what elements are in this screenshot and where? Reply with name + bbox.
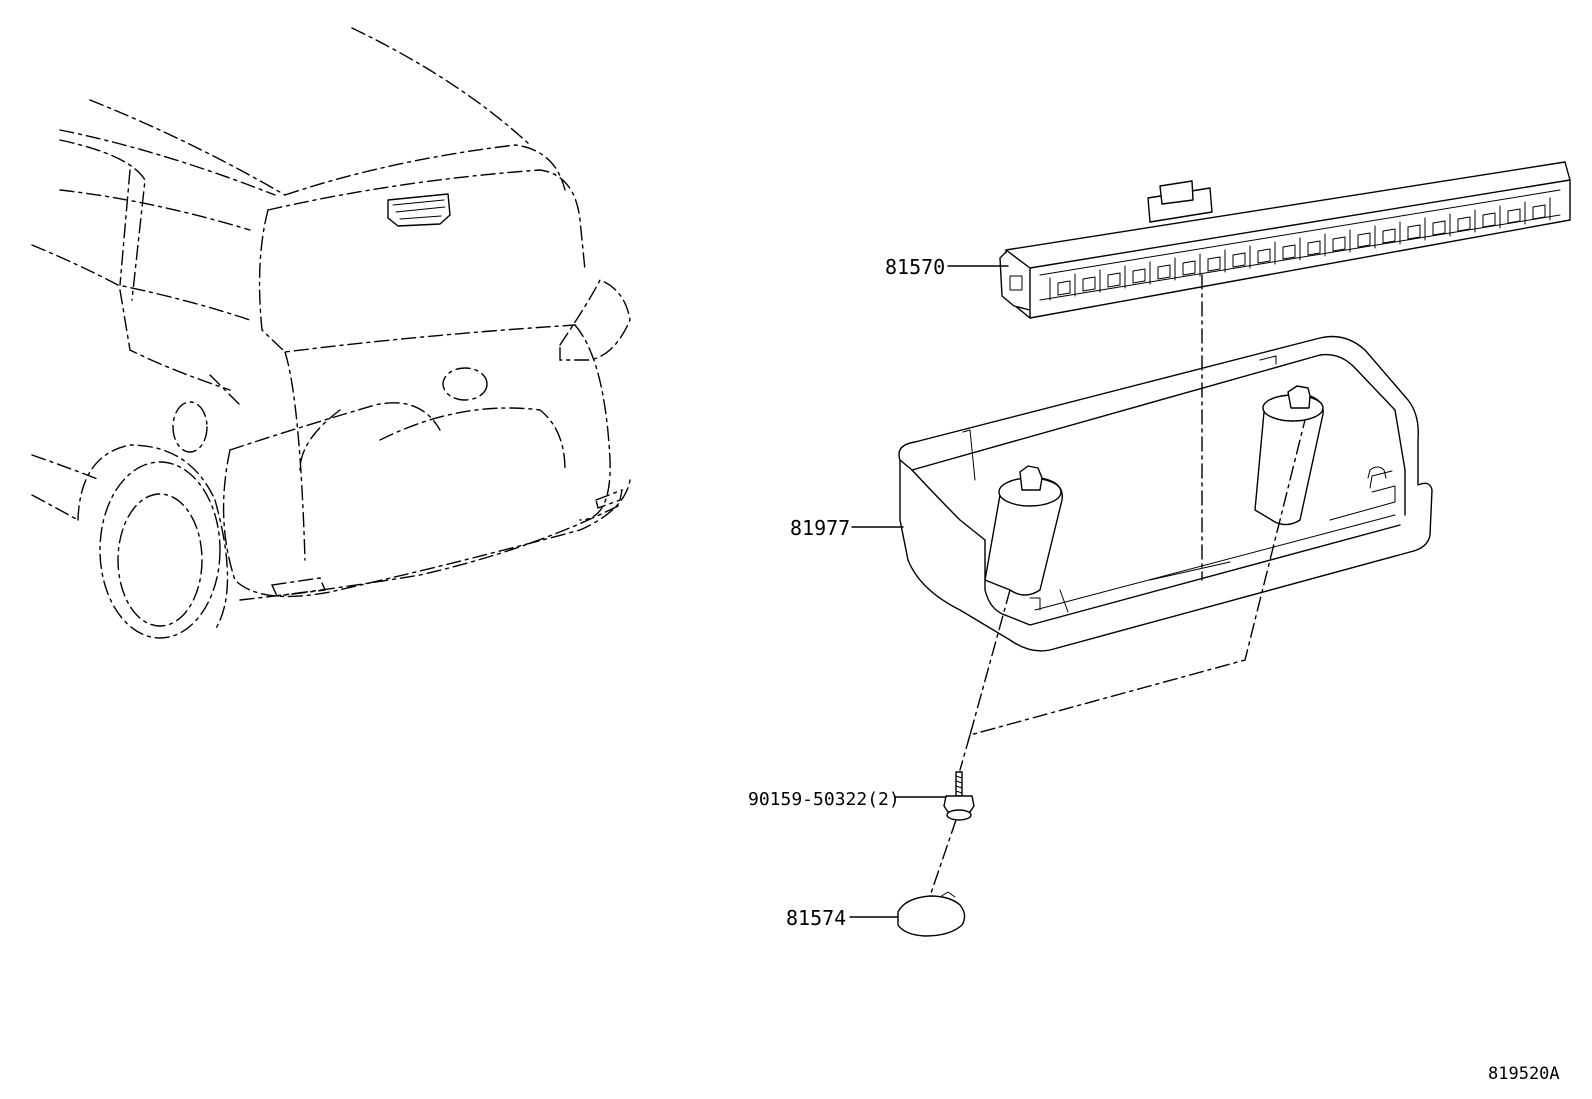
callout-81570: 81570: [885, 255, 945, 279]
screw: [943, 771, 975, 821]
reference-code: 819520A: [1488, 1064, 1560, 1084]
assembly-lines: [929, 274, 1306, 897]
vehicle-illustration: [31, 27, 631, 639]
callout-81574: 81574: [786, 906, 846, 930]
lamp-cover: [898, 335, 1433, 652]
lamp-segments: [1039, 189, 1561, 301]
leader-lines: [849, 265, 1009, 918]
high-mount-stop-lamp: [999, 161, 1571, 319]
callout-90159-50322: 90159-50322(2): [748, 789, 900, 810]
cap: [897, 891, 966, 937]
callout-81977: 81977: [790, 516, 850, 540]
